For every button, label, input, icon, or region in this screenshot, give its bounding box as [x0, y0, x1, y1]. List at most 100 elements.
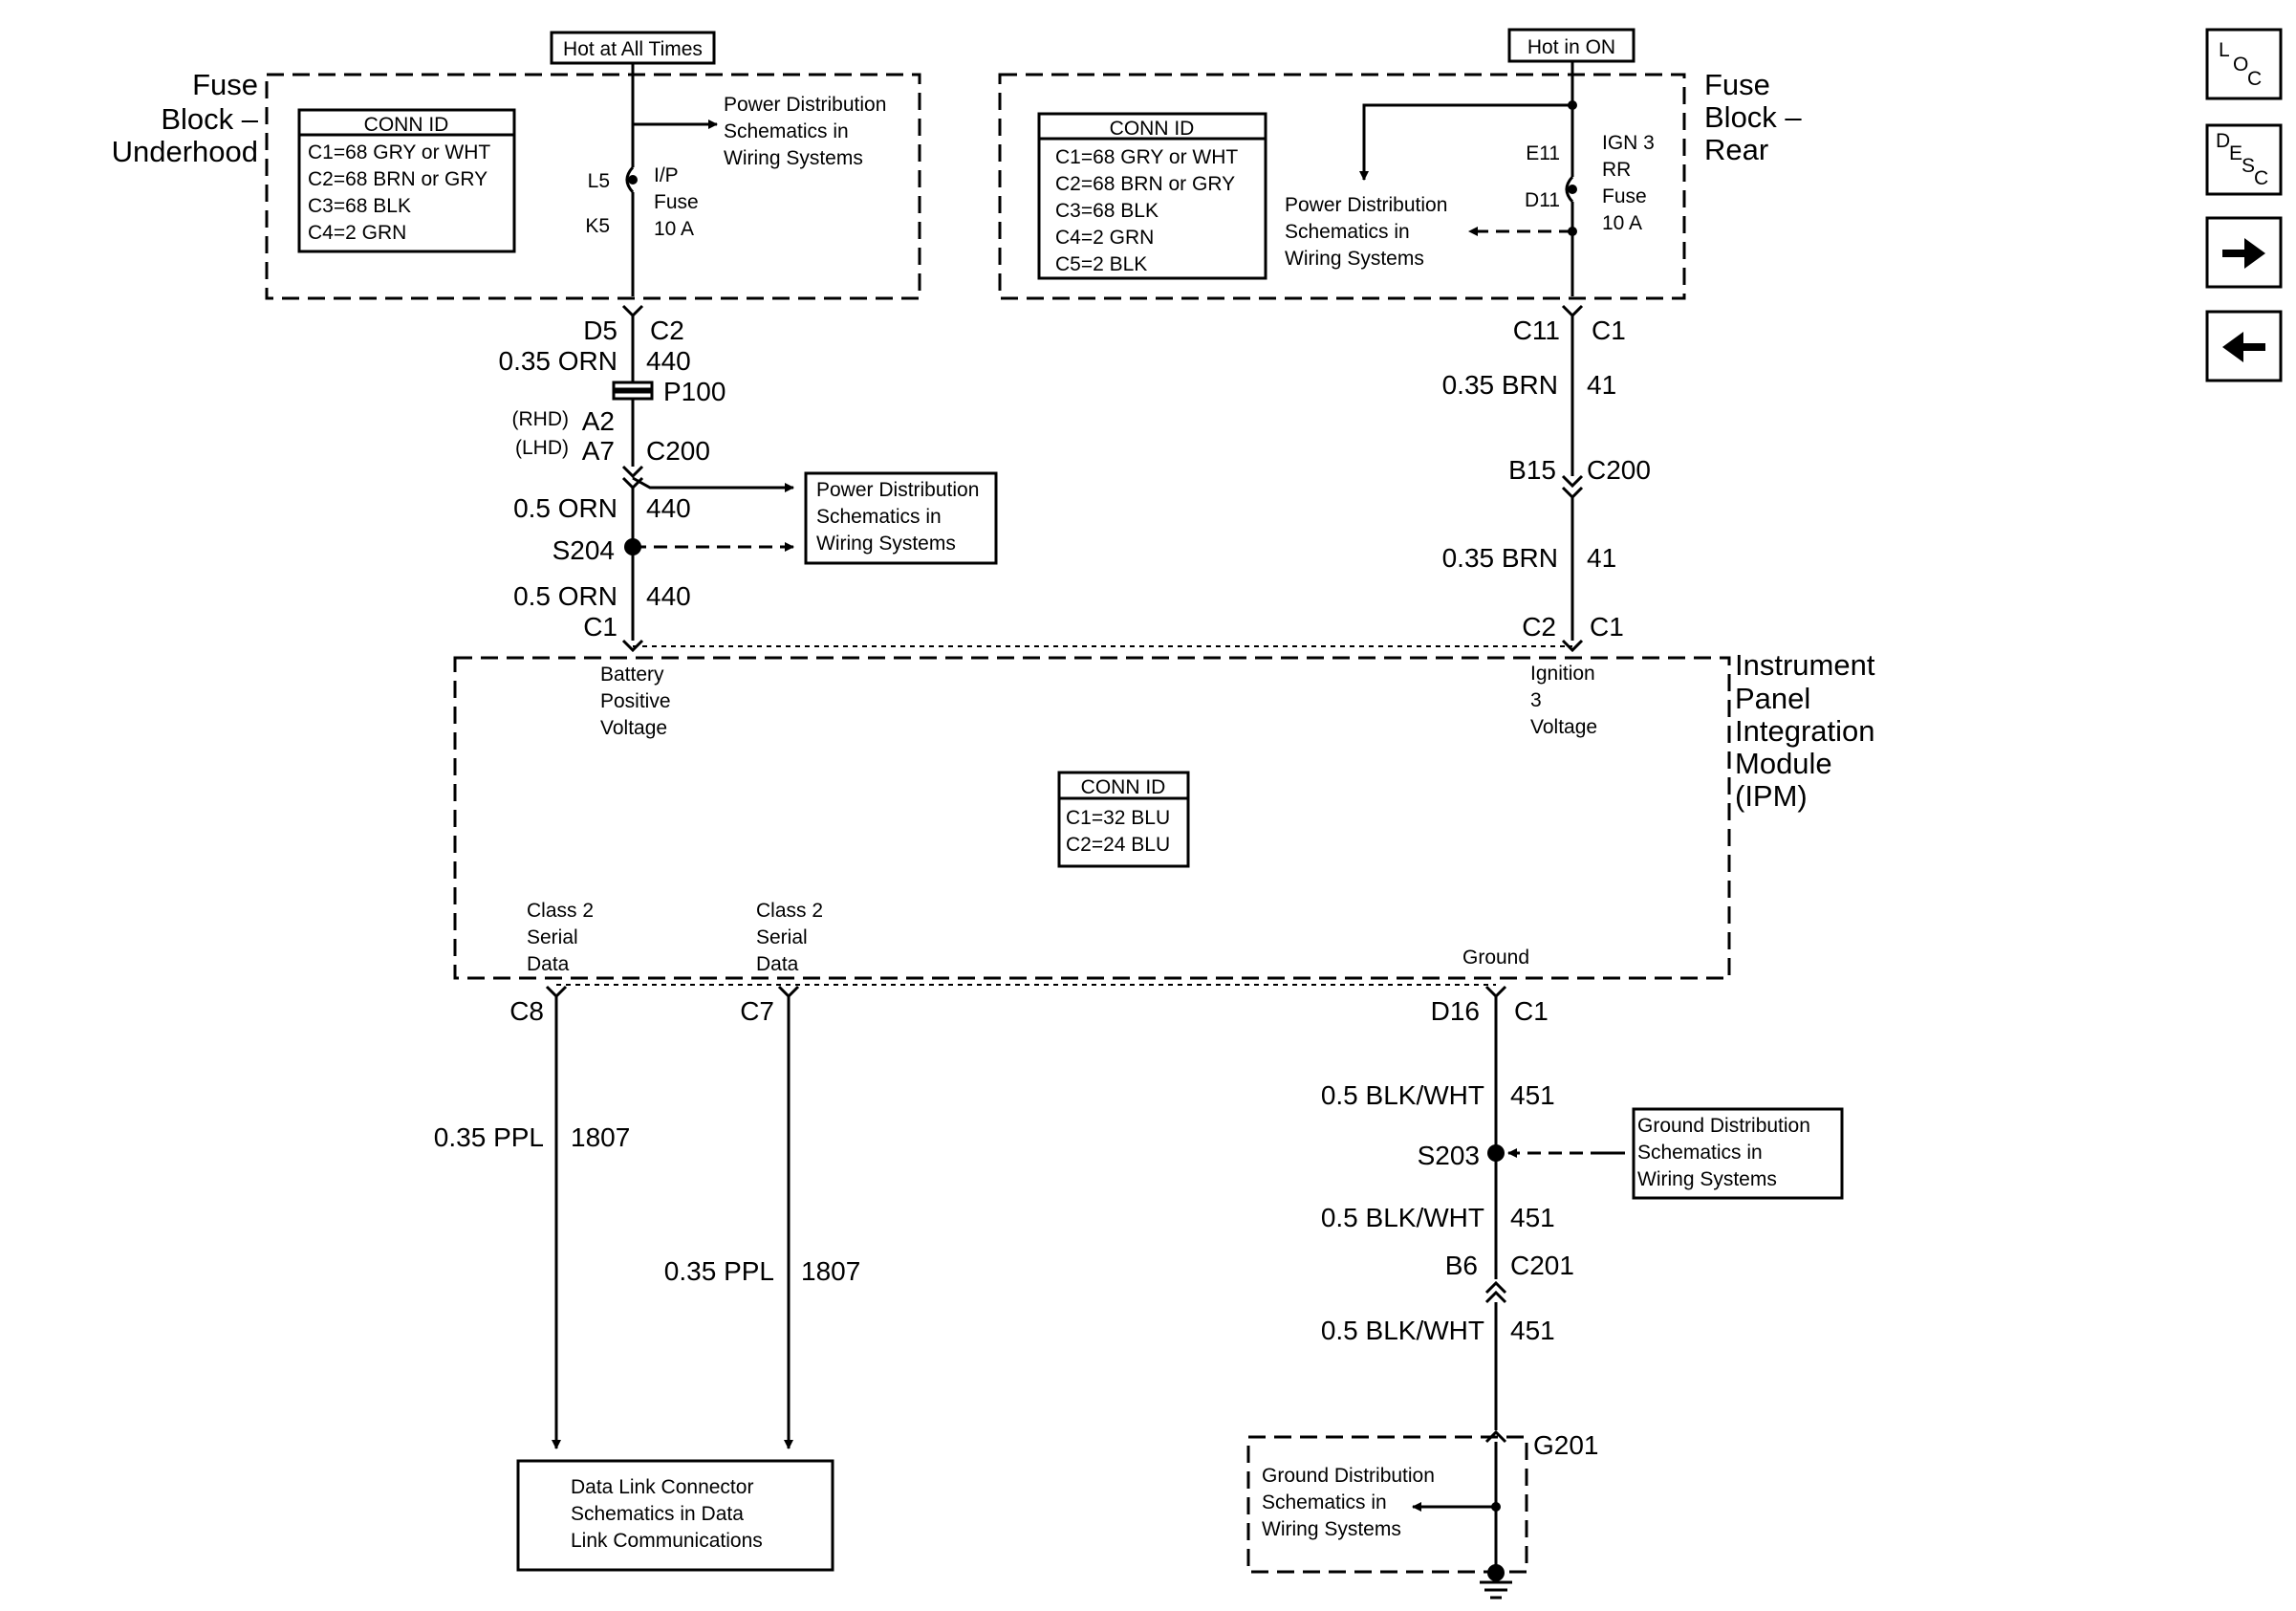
dlc-ref-1: Data Link Connector	[571, 1476, 753, 1498]
class2-serial-data-a-3: Data	[527, 953, 570, 975]
conn-id-box-rear	[1037, 112, 1267, 280]
power-dist-ref-left-2: Schematics in	[816, 506, 942, 528]
fuse-block-underhood-title-1: Fuse	[192, 68, 258, 101]
previous-page-button[interactable]	[2207, 312, 2281, 381]
circuit-1807-2: 1807	[801, 1256, 860, 1286]
wire-0-5-blk-wht-1: 0.5 BLK/WHT	[1321, 1080, 1484, 1110]
ipm-conn-c1-left: C1	[583, 612, 617, 642]
conn-id-underhood-c4: C4=2 GRN	[308, 222, 406, 244]
fuse-block-underhood-title-3: Underhood	[112, 135, 258, 168]
circuit-1807-1: 1807	[571, 1122, 630, 1152]
class2-serial-data-a-1: Class 2	[527, 900, 594, 922]
ip-fuse-name-1: I/P	[654, 164, 679, 186]
loc-letter-l: L	[2219, 39, 2230, 61]
conn-c1-ground: C1	[1514, 996, 1549, 1026]
class2-serial-data-b-3: Data	[756, 953, 799, 975]
conn-id-underhood-c1: C1=68 GRY or WHT	[308, 142, 490, 163]
conn-id-rear-c5: C5=2 BLK	[1055, 253, 1147, 275]
wire-0-35-orn: 0.35 ORN	[499, 346, 618, 376]
power-dist-ref-underhood-3: Wiring Systems	[724, 147, 863, 169]
hot-at-all-times-label: Hot at All Times	[563, 38, 703, 60]
next-page-button[interactable]	[2207, 218, 2281, 287]
ground-dist-ref-3: Wiring Systems	[1637, 1168, 1777, 1190]
ignition-3-voltage-3: Voltage	[1530, 716, 1597, 738]
circuit-41-1: 41	[1587, 370, 1616, 400]
battery-positive-voltage-2: Positive	[600, 690, 671, 712]
pin-c7: C7	[740, 996, 774, 1026]
wire-0-35-brn-1: 0.35 BRN	[1442, 370, 1558, 400]
g201-ground-ref-1: Ground Distribution	[1262, 1465, 1435, 1487]
rhd-label: (RHD)	[512, 408, 569, 430]
ign3-fuse-rating: 10 A	[1602, 212, 1642, 234]
wire-0-5-orn-1: 0.5 ORN	[513, 493, 617, 523]
circuit-451-3: 451	[1510, 1316, 1555, 1345]
g201-ground-ref-2: Schematics in	[1262, 1491, 1387, 1513]
pin-d16: D16	[1431, 996, 1480, 1026]
fuse-e11-label: E11	[1526, 142, 1560, 164]
c201-label: C201	[1510, 1251, 1574, 1280]
ip-fuse-name-2: Fuse	[654, 191, 699, 213]
loc-button[interactable]: L O C	[2207, 30, 2281, 98]
fuse-l5-label: L5	[588, 170, 610, 192]
ipm-title-2: Panel	[1735, 682, 1810, 715]
ipm-ground-label: Ground	[1462, 947, 1529, 969]
ipm-conn-c1-right: C1	[1590, 612, 1624, 642]
splice-s203-dot	[1487, 1144, 1505, 1162]
dlc-ref-2: Schematics in Data	[571, 1503, 744, 1525]
power-dist-ref-box-left	[804, 471, 998, 565]
power-dist-ref-underhood-1: Power Distribution	[724, 94, 886, 116]
wire-0-35-ppl-1: 0.35 PPL	[434, 1122, 544, 1152]
conn-id-rear-c4: C4=2 GRN	[1055, 227, 1154, 249]
circuit-440-2: 440	[646, 493, 691, 523]
ign3-fuse-name-1: IGN 3	[1602, 132, 1655, 154]
power-dist-ref-rear-1: Power Distribution	[1285, 194, 1447, 216]
g201-box	[1246, 1435, 1528, 1574]
wire-0-5-blk-wht-3: 0.5 BLK/WHT	[1321, 1316, 1484, 1345]
wire-0-5-blk-wht-2: 0.5 BLK/WHT	[1321, 1203, 1484, 1232]
power-dist-ref-left-1: Power Distribution	[816, 479, 979, 501]
battery-positive-voltage-1: Battery	[600, 664, 664, 686]
pin-b6: B6	[1445, 1251, 1478, 1280]
class2-serial-data-b-1: Class 2	[756, 900, 823, 922]
ignition-3-voltage-1: Ignition	[1530, 663, 1595, 685]
c200-right: C200	[1587, 455, 1651, 485]
fuse-block-rear-title-3: Rear	[1704, 133, 1768, 166]
desc-letter-e: E	[2229, 142, 2242, 164]
ignition-3-voltage-2: 3	[1530, 689, 1542, 711]
conn-c2-left: C2	[650, 316, 684, 345]
ign3-fuse-name-2: RR	[1602, 159, 1631, 181]
conn-id-title-rear: CONN ID	[1110, 118, 1195, 140]
splice-s204-dot	[624, 538, 641, 555]
lhd-label: (LHD)	[515, 437, 569, 459]
loc-letter-o: O	[2233, 54, 2248, 76]
splice-s204-label: S204	[552, 535, 615, 565]
power-dist-ref-rear-3: Wiring Systems	[1285, 248, 1424, 270]
desc-letter-d: D	[2216, 130, 2230, 152]
pin-b15: B15	[1508, 455, 1556, 485]
wire-0-35-ppl-2: 0.35 PPL	[664, 1256, 774, 1286]
desc-button[interactable]: D E S C	[2207, 125, 2281, 194]
conn-id-box-underhood	[297, 108, 516, 253]
ground-dist-ref-2: Schematics in	[1637, 1142, 1763, 1164]
power-dist-ref-left-3: Wiring Systems	[816, 533, 956, 555]
lhd-pin-a7: A7	[582, 436, 615, 466]
ipm-title-3: Integration	[1735, 714, 1875, 748]
pin-d5: D5	[583, 316, 617, 345]
pin-c8: C8	[509, 996, 544, 1026]
class2-serial-data-b-2: Serial	[756, 926, 808, 948]
fuse-block-underhood-box	[265, 73, 921, 300]
class2-serial-data-a-2: Serial	[527, 926, 578, 948]
fuse-d11-label: D11	[1525, 189, 1560, 211]
conn-id-rear-c2: C2=68 BRN or GRY	[1055, 173, 1235, 195]
fuse-block-rear-title-2: Block –	[1704, 100, 1802, 134]
fuse-block-underhood-title-2: Block –	[161, 102, 258, 136]
conn-id-title-underhood: CONN ID	[364, 114, 449, 136]
circuit-440-3: 440	[646, 581, 691, 611]
desc-letter-s: S	[2242, 155, 2255, 177]
ipm-box	[453, 656, 1731, 980]
g201-ground-ref-3: Wiring Systems	[1262, 1518, 1401, 1540]
fuse-block-rear-title-1: Fuse	[1704, 68, 1770, 101]
rhd-pin-a2: A2	[582, 406, 615, 436]
conn-id-box-ipm	[1057, 771, 1190, 868]
